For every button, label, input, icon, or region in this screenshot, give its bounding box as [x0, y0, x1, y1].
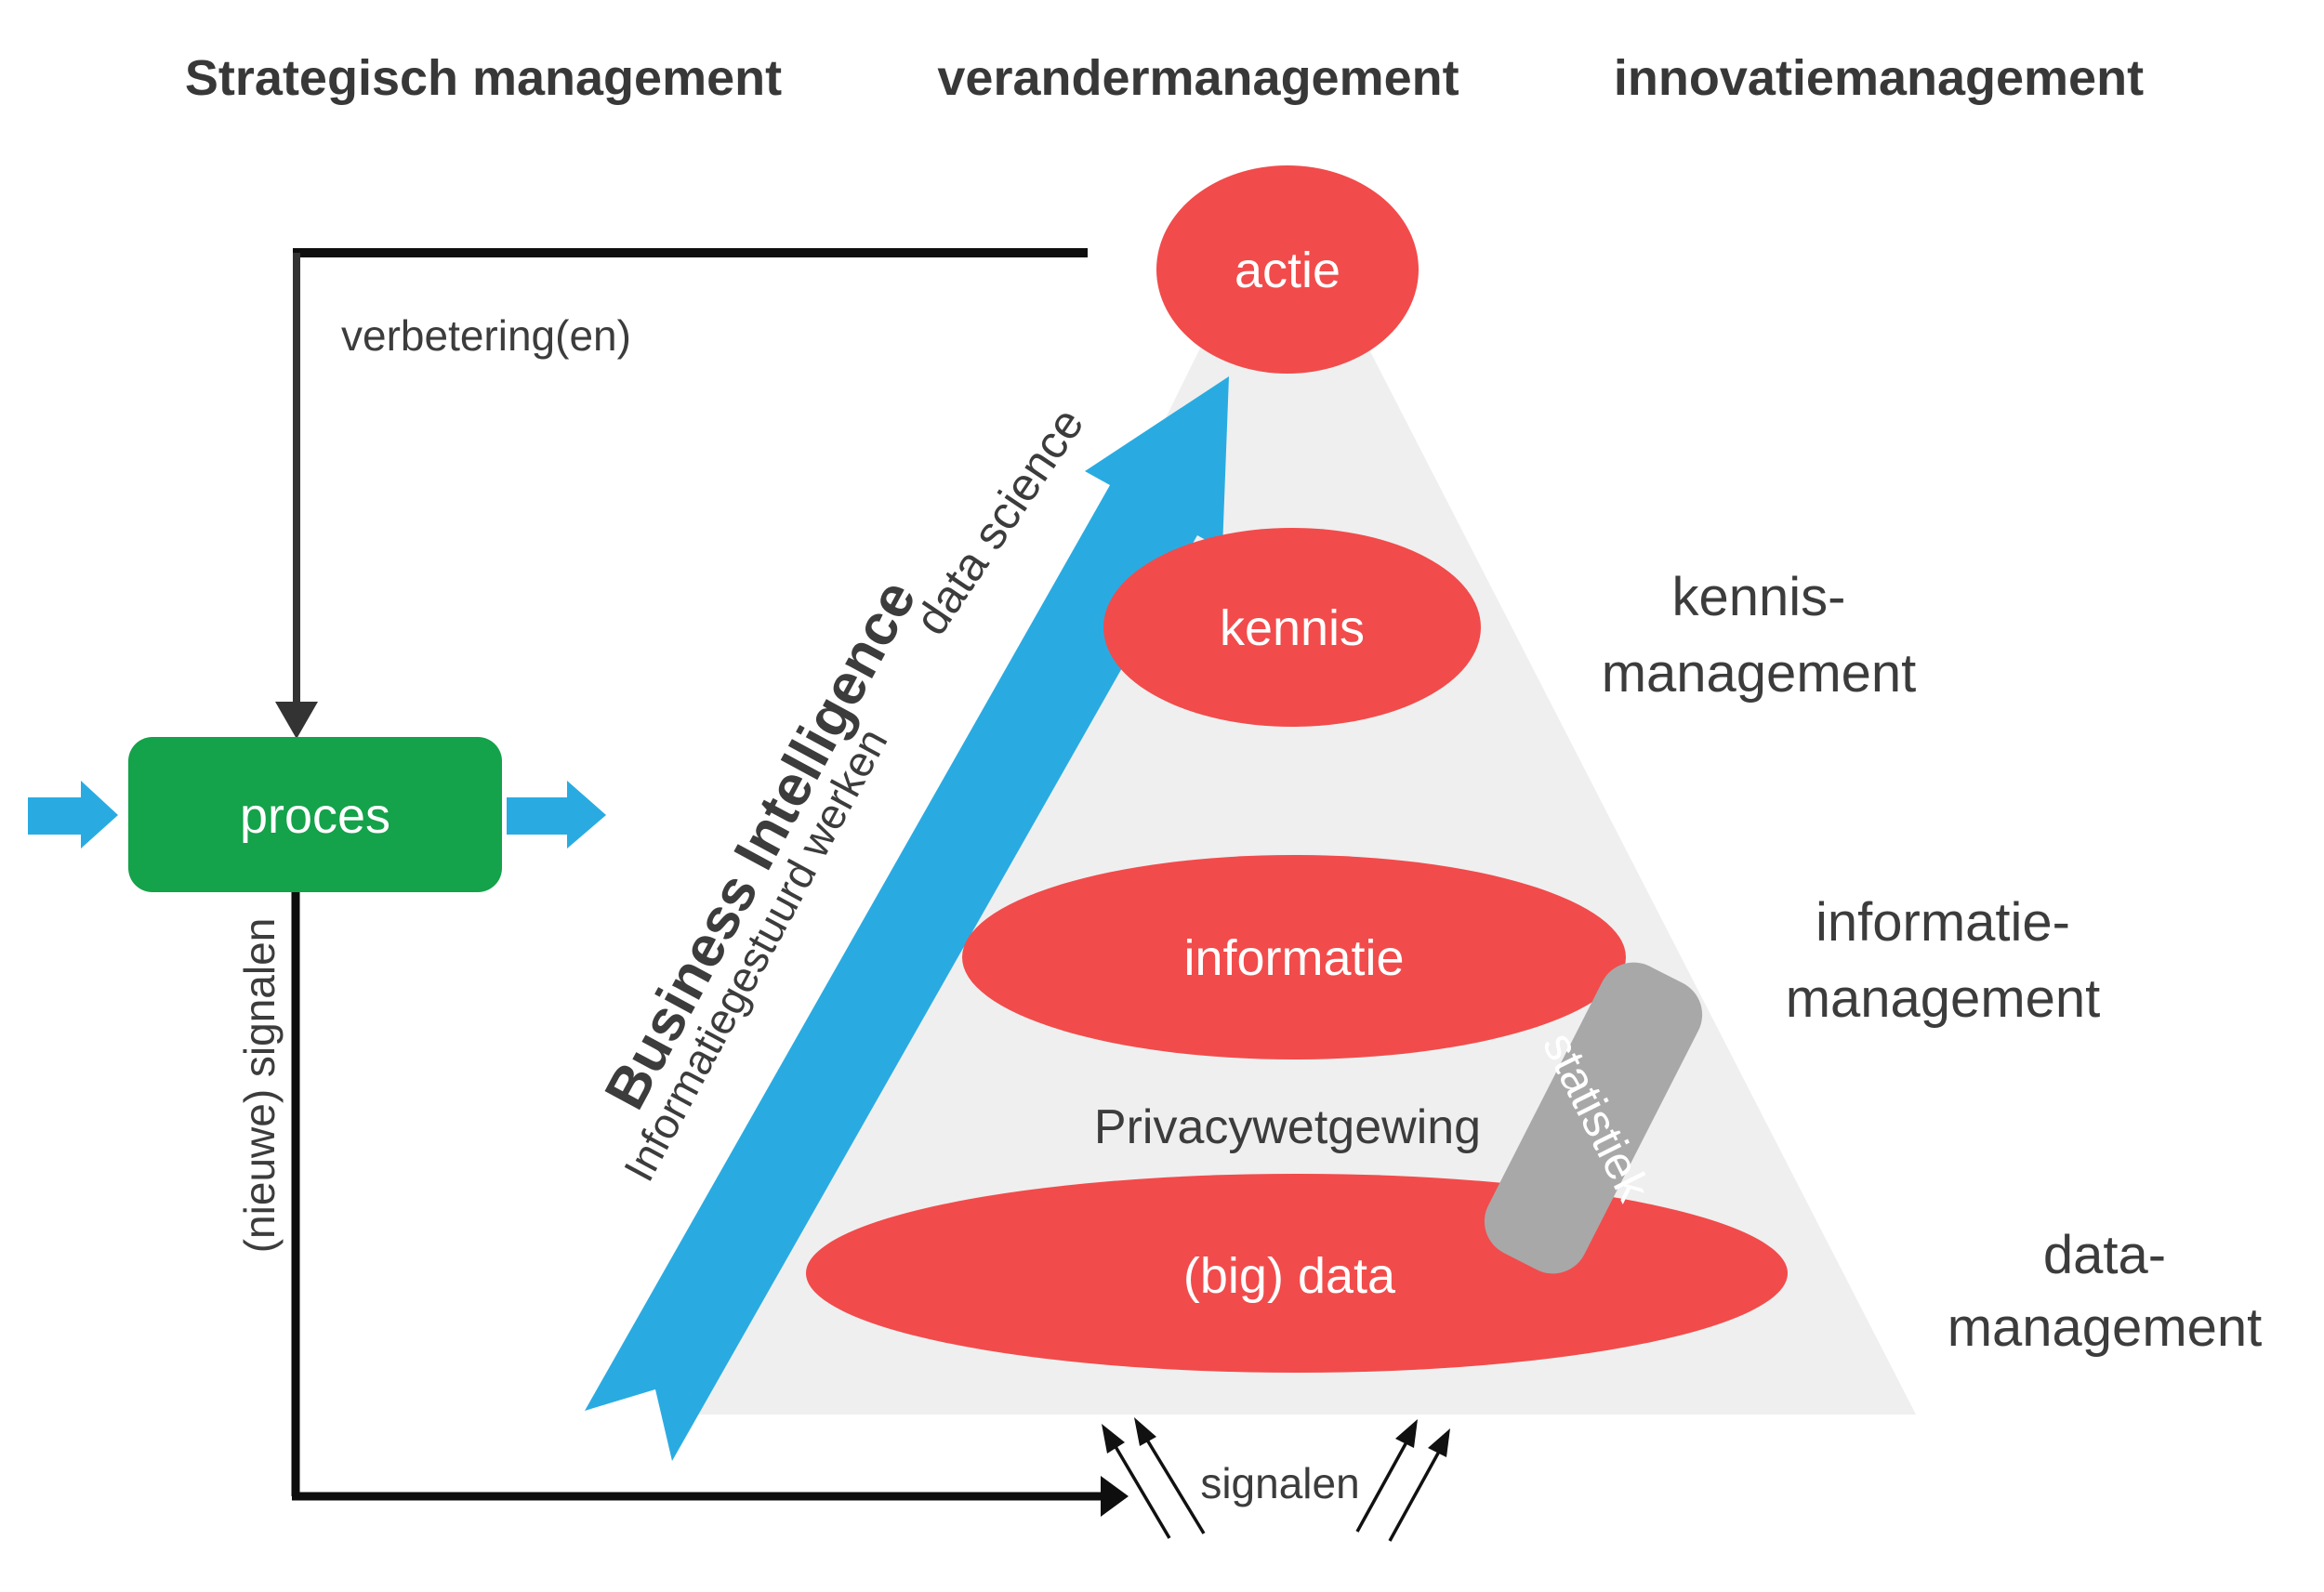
signal-arrow-line-4: [1388, 1449, 1442, 1542]
level-informatie-label: informatie: [1183, 930, 1404, 986]
informatie-management-line2: management: [1786, 968, 2101, 1029]
level-informatie-ellipse: [962, 855, 1626, 1059]
signal-arrow-line-1: [1106, 1433, 1171, 1539]
pyramid-levels: actie kennis informatie (big) data: [806, 165, 1788, 1373]
process-input-arrow: [28, 781, 118, 849]
signal-arrowhead-3: [1395, 1419, 1418, 1448]
side-labels: kennis- management informatie- managemen…: [1602, 567, 2263, 1358]
data-management-line2: management: [1948, 1297, 2263, 1358]
feedback-down-arrowhead: [275, 702, 318, 739]
kennis-management-line2: management: [1602, 643, 1917, 704]
kennis-management-line1: kennis-: [1672, 567, 1846, 627]
process-label: proces: [240, 788, 390, 844]
signal-arrowhead-4: [1428, 1428, 1450, 1457]
process-box: [128, 737, 502, 892]
level-actie-ellipse: [1156, 165, 1419, 374]
privacy-note: Privacywetgewing: [1094, 1100, 1481, 1154]
level-actie-label: actie: [1235, 243, 1340, 298]
feedback-loop-bottom: (nieuwe) signalen: [235, 890, 1129, 1517]
process-group: proces: [28, 737, 606, 892]
level-big-data-label: (big) data: [1183, 1248, 1396, 1304]
signals-right-arrowhead: [1101, 1476, 1129, 1517]
statistiek-tag: statistiek: [1484, 962, 1703, 1274]
signal-arrowhead-2: [1134, 1417, 1156, 1446]
header-strategic-management: Strategisch management: [185, 50, 782, 106]
signalen-label: signalen: [1200, 1459, 1359, 1507]
bi-arrow-shape: [585, 376, 1229, 1461]
signal-arrowhead-1: [1102, 1424, 1125, 1454]
nieuwe-signalen-label: (nieuwe) signalen: [235, 918, 284, 1254]
header-verandermanagement: verandermanagement: [937, 50, 1459, 106]
informatie-management-line1: informatie-: [1816, 892, 2070, 953]
feedback-loop-top: verbetering(en): [275, 248, 1088, 739]
data-management-line1: data-: [2043, 1225, 2166, 1285]
signal-arrow-line-2: [1143, 1436, 1206, 1534]
verbetering-label: verbetering(en): [341, 311, 631, 360]
level-kennis-label: kennis: [1220, 600, 1365, 656]
level-kennis-ellipse: [1103, 528, 1481, 727]
signal-arrow-line-3: [1355, 1440, 1409, 1533]
statistiek-tag-bar: [1484, 962, 1703, 1274]
signal-arrows: [1106, 1433, 1442, 1542]
header-innovatiemanagement: innovatiemanagement: [1614, 50, 2144, 106]
process-output-arrow: [507, 781, 606, 849]
signal-arrowheads: [1102, 1417, 1450, 1457]
